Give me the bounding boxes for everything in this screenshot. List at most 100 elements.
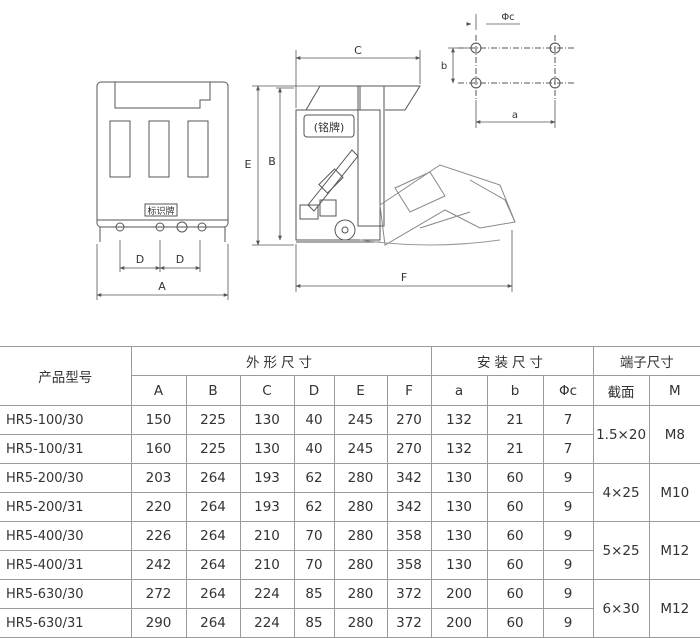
cell-e: 280 xyxy=(333,608,388,638)
cell-d: 85 xyxy=(293,579,335,609)
cell-d: 70 xyxy=(293,521,335,551)
cell-f: 372 xyxy=(386,608,432,638)
dim-label-d2: D xyxy=(176,253,184,266)
cell-e: 280 xyxy=(333,521,388,551)
cell-a: 290 xyxy=(130,608,187,638)
cell-mount-a: 200 xyxy=(430,579,488,609)
cell-mount-a: 200 xyxy=(430,608,488,638)
cell-b: 264 xyxy=(185,463,241,493)
cell-mount-b: 60 xyxy=(486,492,544,522)
operating-lever xyxy=(307,149,359,212)
cell-mount-a: 130 xyxy=(430,521,488,551)
dim-label-phi-c: Φc xyxy=(501,12,514,23)
cell-c: 224 xyxy=(239,579,295,609)
cell-terminal-thread: M10 xyxy=(648,463,700,522)
cell-mount-a: 130 xyxy=(430,550,488,580)
mount-hole xyxy=(549,42,561,54)
cell-mount-b: 21 xyxy=(486,405,544,435)
cell-d: 70 xyxy=(293,550,335,580)
front-view: 标识牌 xyxy=(96,81,229,242)
mount-hole xyxy=(549,77,561,89)
mount-hole xyxy=(470,42,482,54)
fuse-window-3 xyxy=(187,120,209,178)
side-top-outline xyxy=(305,85,361,111)
cell-b: 225 xyxy=(185,405,241,435)
terminal-screw xyxy=(115,222,125,232)
cell-c: 210 xyxy=(239,521,295,551)
cell-a: 242 xyxy=(130,550,187,580)
cell-mount-a: 130 xyxy=(430,492,488,522)
terminal-screw xyxy=(155,222,165,232)
cell-f: 358 xyxy=(386,521,432,551)
dim-label-f: F xyxy=(401,271,407,284)
side-dimensions xyxy=(252,50,513,292)
cell-f: 358 xyxy=(386,550,432,580)
cell-model: HR5-100/30 xyxy=(0,405,132,435)
cell-c: 130 xyxy=(239,405,295,435)
mounting-holes xyxy=(458,35,574,100)
cell-terminal-thread: M12 xyxy=(648,579,700,638)
header-col-c: C xyxy=(239,375,295,406)
cell-terminal-section: 6×30 xyxy=(592,579,650,638)
fuse-window-2 xyxy=(148,120,170,178)
cell-b: 264 xyxy=(185,521,241,551)
mounting-dimensions xyxy=(448,14,556,128)
cell-mount-a: 132 xyxy=(430,405,488,435)
terminal-screw xyxy=(197,222,207,232)
cell-phi-c: 9 xyxy=(542,608,594,638)
cell-e: 280 xyxy=(333,579,388,609)
cell-a: 272 xyxy=(130,579,187,609)
cell-e: 280 xyxy=(333,492,388,522)
cell-f: 270 xyxy=(386,405,432,435)
cell-phi-c: 9 xyxy=(542,463,594,493)
cell-mount-b: 60 xyxy=(486,463,544,493)
cell-mount-a: 132 xyxy=(430,434,488,464)
cell-a: 226 xyxy=(130,521,187,551)
header-section: 截面 xyxy=(592,375,650,406)
indicator-plate xyxy=(144,203,178,217)
dim-label-c: C xyxy=(354,44,362,57)
cell-c: 210 xyxy=(239,550,295,580)
cell-mount-b: 60 xyxy=(486,608,544,638)
header-col-phi-c: Φc xyxy=(542,375,594,406)
cell-a: 150 xyxy=(130,405,187,435)
cell-e: 245 xyxy=(333,434,388,464)
cell-model: HR5-200/31 xyxy=(0,492,132,522)
cell-model: HR5-400/30 xyxy=(0,521,132,551)
cell-phi-c: 9 xyxy=(542,579,594,609)
cell-b: 264 xyxy=(185,550,241,580)
cell-phi-c: 9 xyxy=(542,550,594,580)
header-col-a: A xyxy=(131,375,187,406)
cell-model: HR5-630/30 xyxy=(0,579,132,609)
header-col-mount-a: a xyxy=(430,375,488,406)
cell-e: 280 xyxy=(333,550,388,580)
cell-terminal-section: 5×25 xyxy=(592,521,650,580)
dim-label-d1: D xyxy=(136,253,144,266)
terminal-screw xyxy=(176,221,188,233)
front-handle-outline xyxy=(114,82,211,109)
cell-b: 264 xyxy=(185,579,241,609)
nameplate-label: (铭牌) xyxy=(314,120,345,134)
dim-label-b-small: b xyxy=(441,61,447,72)
cell-a: 203 xyxy=(130,463,187,493)
cell-d: 62 xyxy=(293,492,335,522)
header-thread: M xyxy=(648,375,700,406)
cell-phi-c: 7 xyxy=(542,434,594,464)
cell-model: HR5-400/31 xyxy=(0,550,132,580)
cell-d: 40 xyxy=(293,405,335,435)
cell-a: 220 xyxy=(130,492,187,522)
cell-b: 264 xyxy=(185,608,241,638)
cell-model: HR5-630/31 xyxy=(0,608,132,638)
header-model: 产品型号 xyxy=(0,346,132,406)
dim-label-a-small: a xyxy=(512,110,518,121)
header-col-d: D xyxy=(293,375,335,406)
cell-f: 372 xyxy=(386,579,432,609)
cell-mount-b: 21 xyxy=(486,434,544,464)
